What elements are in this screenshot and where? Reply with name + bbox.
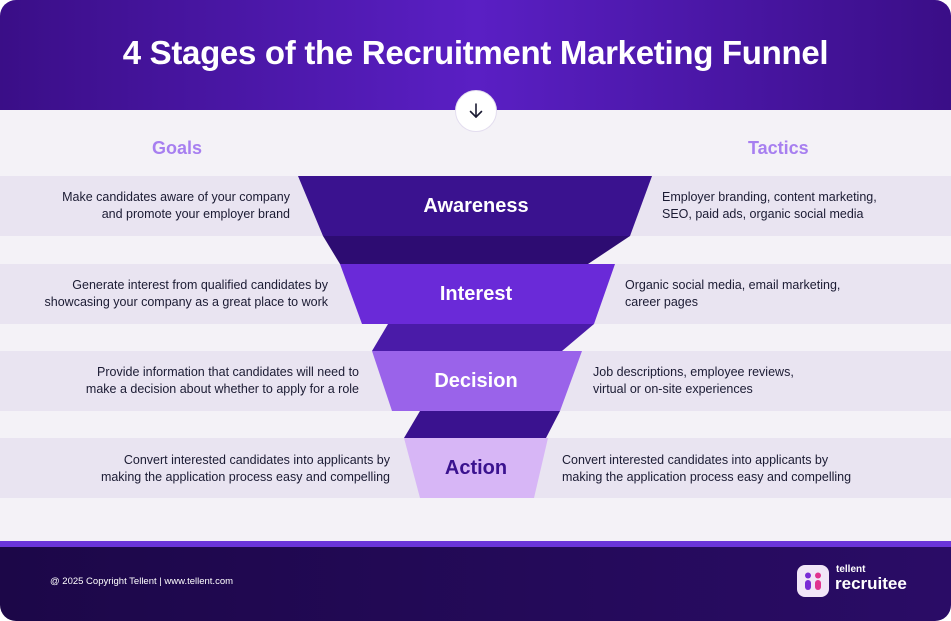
page-title: 4 Stages of the Recruitment Marketing Fu… bbox=[122, 34, 829, 71]
brand-tellent: tellent bbox=[836, 564, 866, 575]
funnel-stage-interest bbox=[340, 264, 615, 324]
funnel-connector-1 bbox=[323, 236, 630, 264]
funnel-stage-decision bbox=[372, 351, 582, 411]
copyright-text: @ 2025 Copyright Tellent | www.tellent.c… bbox=[50, 576, 234, 587]
tactic-decision: Job descriptions, employee reviews,virtu… bbox=[593, 365, 794, 396]
arrow-down-icon bbox=[469, 103, 483, 118]
goal-action: Convert interested candidates into appli… bbox=[100, 453, 390, 484]
stage-label-action: Action bbox=[444, 457, 508, 479]
goal-decision: Provide information that candidates will… bbox=[85, 365, 359, 396]
tactic-action: Convert interested candidates into appli… bbox=[562, 453, 852, 484]
tactics-heading: Tactics bbox=[748, 138, 809, 158]
brand-recruitee: recruitee bbox=[835, 574, 907, 593]
funnel-stage-action bbox=[404, 438, 548, 498]
stage-label-awareness: Awareness bbox=[423, 195, 529, 217]
funnel-stage-awareness bbox=[298, 176, 652, 236]
goal-interest: Generate interest from qualified candida… bbox=[44, 278, 328, 309]
footer-accent-strip bbox=[0, 541, 951, 547]
down-arrow-button bbox=[455, 90, 497, 132]
funnel-connector-2 bbox=[372, 324, 594, 351]
tactic-interest: Organic social media, email marketing,ca… bbox=[625, 278, 841, 309]
stage-label-interest: Interest bbox=[439, 283, 513, 305]
recruitee-logo-icon bbox=[797, 565, 829, 597]
tactic-awareness: Employer branding, content marketing,SEO… bbox=[662, 190, 877, 221]
stage-label-decision: Decision bbox=[434, 370, 518, 392]
footer: @ 2025 Copyright Tellent | www.tellent.c… bbox=[0, 547, 951, 621]
funnel-connector-3 bbox=[404, 411, 560, 438]
goals-heading: Goals bbox=[152, 138, 203, 158]
